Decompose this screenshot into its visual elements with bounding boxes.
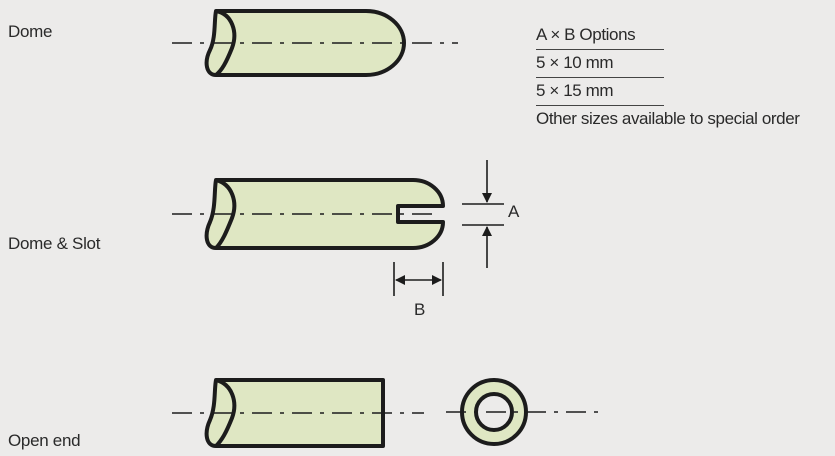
dome-label: Dome — [8, 22, 53, 41]
dimension-a-label: A — [508, 202, 520, 221]
dimension-b-label: B — [414, 300, 426, 319]
open-end-label: Open end — [8, 431, 81, 450]
options-row: 5 × 10 mm — [536, 52, 800, 80]
open-end-end-view — [446, 378, 598, 446]
option-value: 5 × 15 mm — [536, 80, 664, 106]
options-table: A × B Options 5 × 10 mm 5 × 15 mm Other … — [536, 24, 800, 136]
options-heading: A × B Options — [536, 24, 664, 50]
options-note: Other sizes available to special order — [536, 109, 800, 128]
options-note-row: Other sizes available to special order — [536, 108, 800, 136]
options-heading-row: A × B Options — [536, 24, 800, 52]
dome-slot-label: Dome & Slot — [8, 234, 101, 253]
option-value: 5 × 10 mm — [536, 52, 664, 78]
dimension-a — [462, 160, 504, 268]
dimension-b — [393, 262, 444, 296]
options-row: 5 × 15 mm — [536, 80, 800, 108]
dome-slot-pin-drawing — [204, 178, 445, 250]
